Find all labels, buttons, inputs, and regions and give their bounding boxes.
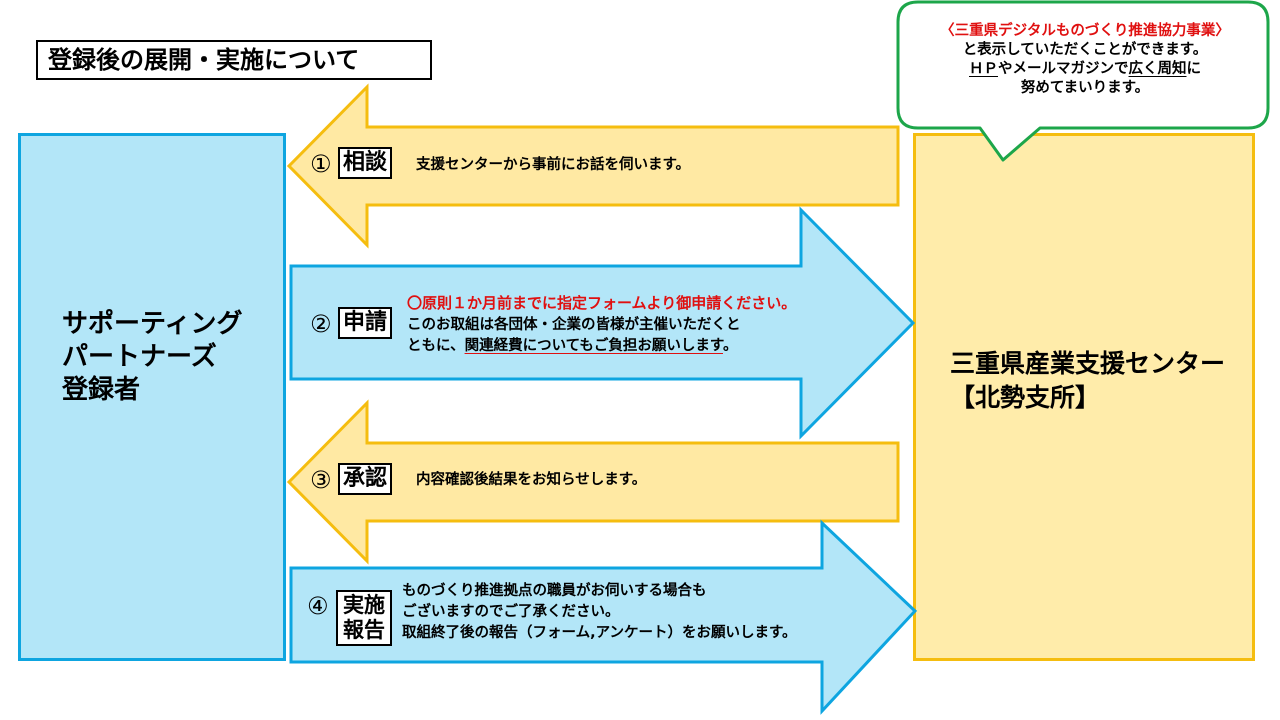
step-2-label: 申請 [338,307,393,339]
support-center-box [913,133,1255,661]
step-3-number: ③ [310,466,332,494]
page-title: 登録後の展開・実施について [36,40,432,80]
bubble-line-1: 〈三重県デジタルものづくり推進協力事業〉 [940,23,1230,39]
step-2-text-suffix: 。 [722,338,738,354]
bubble-line-3-hp: ＨＰ [969,61,998,77]
step-3-label: 承認 [338,463,393,495]
bubble-line-3-end: に [1186,61,1202,77]
step-4-label-line-2: 報告 [343,618,385,642]
step-4-label-line-1: 実施 [343,593,385,617]
bubble-line-3-wide: 広く周知 [1128,61,1187,77]
speech-bubble [896,0,1270,162]
step-1-text: 支援センターから事前にお話を伺います。 [416,157,691,173]
step-4-text-line-3: 取組終了後の報告（フォーム,アンケート）をお願いします。 [402,625,797,641]
step-2-text-line-1: このお取組は各団体・企業の皆様が主催いただくと [407,317,741,333]
step-2-highlight: 〇原則１か月前までに指定フォームより御申請ください。 [407,294,797,312]
arrow-apply [289,206,916,440]
step-4-text-line-1: ものづくり推進拠点の職員がお伺いする場合も [402,583,707,599]
step-2-text-line-2: ともに、関連経費についてもご負担お願いします。 [407,337,737,356]
bubble-line-2: と表示していただくことができます。 [962,42,1208,58]
step-4-number: ④ [307,592,329,620]
step-1-number: ① [310,150,332,178]
arrow-consult [286,83,900,249]
bubble-line-3: ＨＰやメールマガジンで広く周知に [900,60,1270,79]
support-center-branch: 【北勢支所】 [950,383,1101,412]
arrow-approve [286,399,900,565]
step-2-number: ② [310,310,332,338]
arrow-report [289,519,918,715]
step-1-label: 相談 [338,147,393,179]
step-3-text: 内容確認後結果をお知らせします。 [416,472,647,488]
bubble-line-4: 努めてまいります。 [1020,80,1150,96]
support-center-name: 三重県産業支援センター [950,349,1226,378]
step-2-text-underlined: 関連経費についてもご負担お願いします [464,338,723,354]
step-2-text-prefix: ともに、 [407,338,465,354]
bubble-text: 〈三重県デジタルものづくり推進協力事業〉 と表示していただくことができます。 Ｈ… [900,22,1270,98]
partner-box [18,133,286,661]
partner-label: サポーティング パートナーズ 登録者 [62,309,243,405]
step-4-label: 実施 報告 [336,590,392,646]
bubble-line-3-mid: やメールマガジンで [998,61,1129,77]
step-4-text-line-2: ございますのでご了承ください。 [402,604,620,620]
